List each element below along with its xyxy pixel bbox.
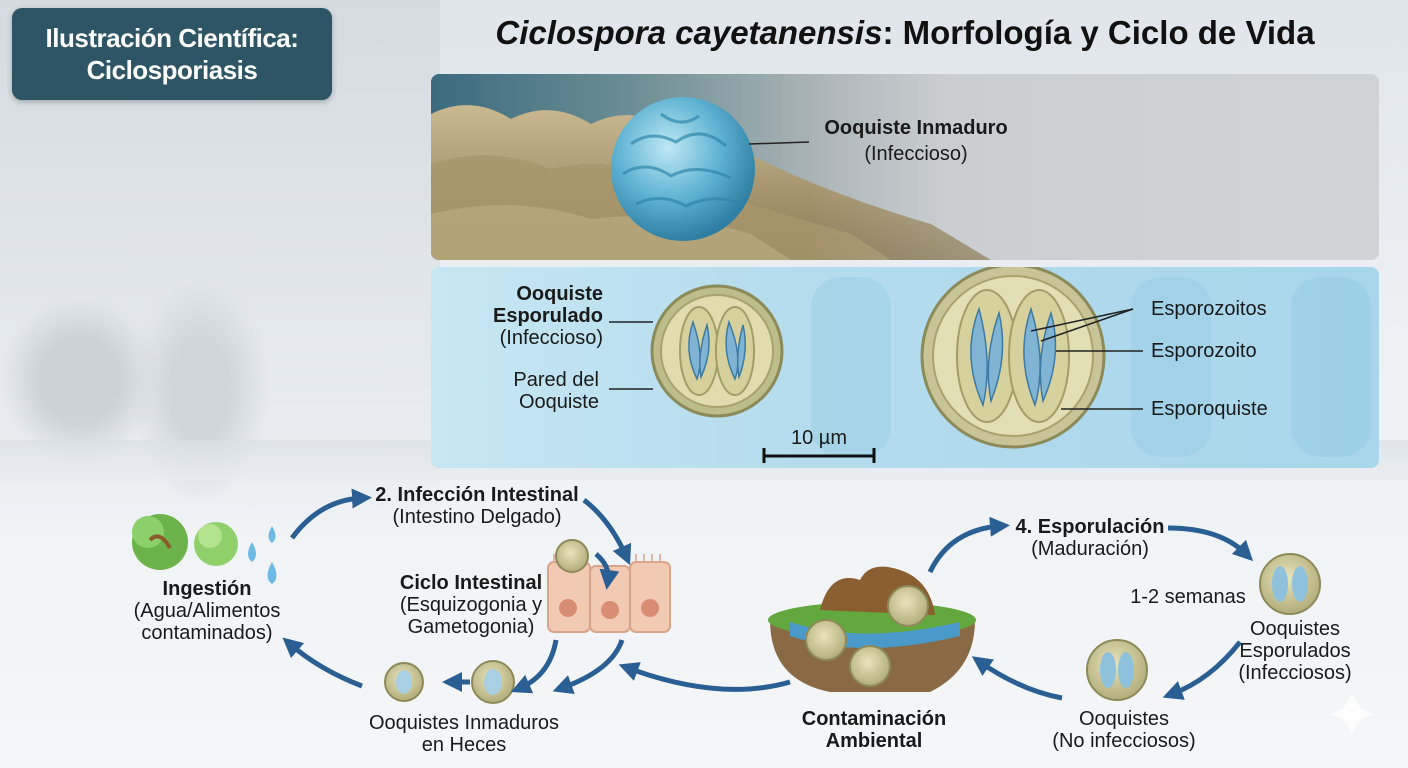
weeks-label: 1-2 semanas [1130, 586, 1246, 608]
scale-label: 10 µm [791, 427, 847, 449]
cycle-arrows [282, 488, 1254, 701]
small-oocyst-diagram [650, 284, 784, 418]
immature-oocyst-panel: Ooquiste Inmaduro (Infeccioso) [431, 74, 1379, 260]
water-drop-icon [248, 526, 277, 584]
sem-illustration: Ooquiste Inmaduro (Infeccioso) [431, 74, 1379, 260]
badge-line-1: Ilustración Científica: [45, 23, 299, 53]
immature-oocyst-label: Ooquiste Inmaduro [824, 117, 1007, 139]
sporozoite-label: Esporozoito [1151, 340, 1257, 362]
ingestion-label: Ingestión (Agua/Alimentos contaminados) [133, 578, 281, 644]
sporozoites-label: Esporozoitos [1151, 298, 1267, 320]
immature-oocyst-sphere [611, 97, 755, 241]
arrow-feces-to-ingestion [282, 637, 363, 689]
title-rest: : Morfología y Ciclo de Vida [882, 14, 1315, 51]
environment-label: Contaminación Ambiental [801, 708, 947, 752]
arrow-ingestion-to-infection [289, 488, 372, 540]
oocyst-wall-label: Pared del Ooquiste [513, 369, 599, 413]
arrow-infection-to-cells [582, 498, 632, 566]
intestinal-cycle-label: Ciclo Intestinal (Esquizogonia y Gametog… [399, 572, 543, 638]
large-oocyst-diagram [920, 267, 1106, 449]
contaminated-food-icon [132, 514, 238, 570]
sporulated-oocyst-label: Ooquiste Esporulado (Infeccioso) [492, 283, 603, 349]
sporocyst-label: Esporoquiste [1151, 398, 1268, 420]
non-infectious-oocyst-icon [1086, 639, 1148, 701]
sporulated-oocyst-icon [1259, 553, 1321, 615]
immature-feces-label: Ooquistes Inmaduros en Heces [368, 712, 560, 756]
arrow-noninfectious-to-env [971, 656, 1063, 701]
title-species: Ciclospora cayetanensis [495, 14, 883, 51]
page-title: Ciclospora cayetanensis: Morfología y Ci… [430, 14, 1380, 52]
sparkle-icon [1330, 692, 1374, 736]
arrow-into-cells [594, 552, 620, 590]
sporulated-oocyst-panel: 10 µm Ooquiste Esporulado (Infeccioso) P… [431, 267, 1379, 468]
scale-bar: 10 µm [762, 427, 876, 463]
arrow-sporulated-to-noninfectious [1162, 640, 1242, 700]
immature-oocysts-feces-icon [384, 660, 515, 704]
title-badge: Ilustración Científica: Ciclosporiasis [12, 8, 332, 100]
life-cycle-diagram [132, 488, 1321, 704]
step2-label: 2. Infección Intestinal (Intestino Delga… [375, 484, 579, 528]
intestinal-cells-icon [547, 539, 671, 633]
immature-oocyst-sub: (Infeccioso) [864, 143, 967, 165]
sporulated-illustration: 10 µm [609, 267, 1371, 463]
step4-label: 4. Esporulación (Maduración) [1015, 516, 1165, 560]
arrow-cells-to-feces-2 [552, 639, 625, 695]
arrow-cells-to-feces-1 [510, 639, 559, 694]
arrow-env-to-sporulation [927, 516, 1010, 574]
badge-line-2: Ciclosporiasis [86, 55, 258, 85]
sporulated-oocysts-label: Ooquistes Esporulados (Infecciosos) [1238, 618, 1352, 684]
noninfectious-oocysts-label: Ooquistes (No infecciosos) [1052, 708, 1196, 752]
arrow-env-to-feces [618, 662, 791, 692]
arrow-sporulation-to-sporulated [1167, 525, 1254, 562]
environment-soil-icon [768, 566, 976, 692]
